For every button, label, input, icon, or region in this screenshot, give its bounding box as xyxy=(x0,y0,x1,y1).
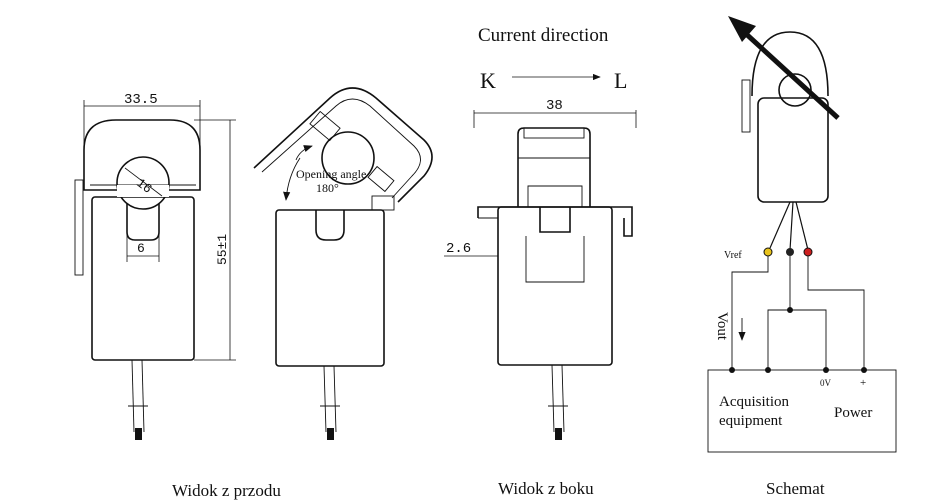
side-flange xyxy=(477,206,633,237)
front-side-tab xyxy=(74,179,84,276)
slot-label: 6 xyxy=(137,241,145,256)
acquisition-label-2: equipment xyxy=(719,413,783,429)
opening-angle-value: 180° xyxy=(316,181,339,195)
open-slot xyxy=(315,210,345,241)
l-label: L xyxy=(614,68,627,93)
front-aperture xyxy=(116,156,170,210)
side-body xyxy=(497,206,613,366)
vref-label: Vref xyxy=(724,250,742,261)
schematic-caption: Schemat xyxy=(766,479,825,498)
vout-label: Vout xyxy=(714,312,730,341)
side-caption: Widok z boku xyxy=(498,479,594,498)
height-label: 55±1 xyxy=(215,234,230,265)
red-wire xyxy=(803,247,813,257)
lip-label: 2.6 xyxy=(446,241,471,257)
open-jaw xyxy=(253,87,433,203)
open-body xyxy=(275,209,385,367)
front-view: 16 6 33.5 55±1 Widok z przodu xyxy=(74,92,281,500)
current-direction-label: Current direction xyxy=(478,25,609,46)
schematic: Vref Vout 0V + Acquisition equipment Pow… xyxy=(707,16,897,498)
side-slot xyxy=(539,207,571,233)
acquisition-label-1: Acquisition xyxy=(719,394,789,410)
opening-angle-label: Opening angle xyxy=(296,167,366,181)
front-slot xyxy=(126,204,160,241)
zero-v-label: 0V xyxy=(820,378,832,388)
yellow-wire xyxy=(763,247,773,257)
front-body xyxy=(91,196,195,361)
schematic-clamp xyxy=(751,31,829,97)
width-label: 33.5 xyxy=(124,92,158,108)
k-label: K xyxy=(480,68,496,93)
black-wire xyxy=(786,248,794,256)
acquisition-box xyxy=(707,369,897,453)
side-view: Current direction K L 38 2.6 Widok z bok… xyxy=(444,25,637,498)
schematic-device xyxy=(757,97,829,203)
front-clamp-head xyxy=(83,119,201,191)
depth-label: 38 xyxy=(546,98,563,114)
power-label: Power xyxy=(834,405,872,421)
open-view: Opening angle 180° xyxy=(253,87,433,440)
front-caption: Widok z przodu xyxy=(172,481,281,500)
plus-label: + xyxy=(860,377,866,389)
side-clamp xyxy=(517,127,591,207)
